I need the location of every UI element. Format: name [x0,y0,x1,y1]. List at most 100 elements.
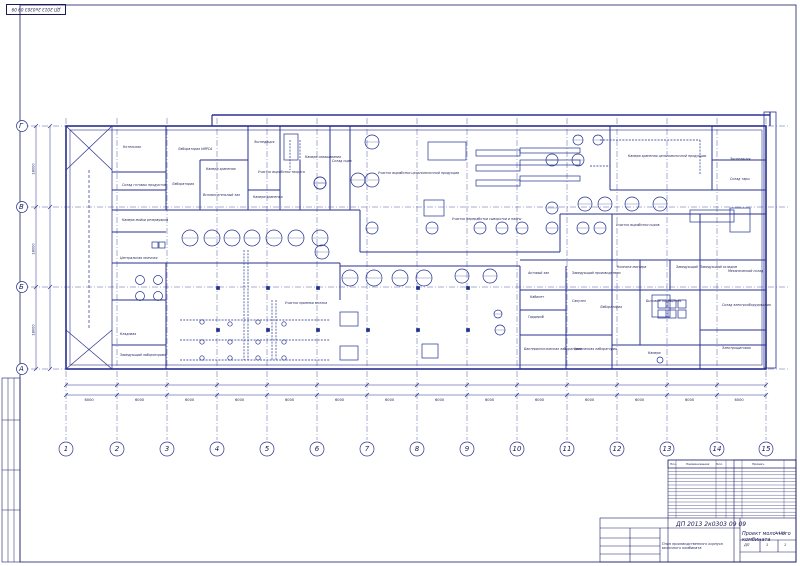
spec-header-qty: Кол. [716,462,723,466]
pasteurizer [339,311,359,327]
dim-tick [414,392,420,398]
span-dimension: 6000 [685,398,695,402]
span-dimension: 6000 [235,398,245,402]
dim-tick [164,382,170,388]
axis-row-label: А [19,365,24,373]
dim-tick [47,123,53,129]
dim-tick [514,392,520,398]
room-label-uchastok-tvorog: Участок выработки творога [258,170,305,174]
axis-column-label: 6 [314,445,320,453]
axis-bubble-col [309,441,325,457]
room-label-kamera-ohlazhd: Камера хранения [206,167,236,171]
axis-column-label: 8 [414,445,420,453]
dim-tick [114,392,120,398]
axis-bubble-col [209,441,225,457]
title-block-subtitle: План производственного корпуса молочного… [662,542,723,550]
dim-tick [33,284,39,290]
dim-tick [614,382,620,388]
lab-locker [667,309,677,319]
conveyor [519,147,581,154]
column [316,286,320,290]
valve [199,355,205,361]
axis-bubble-col [659,441,675,457]
title-block-scale: 1:100 [775,531,786,535]
axis-bubbles [16,120,774,457]
axis-column-label: 7 [364,445,370,453]
span-dimension: 6000 [535,398,545,402]
lab-locker [657,299,667,309]
pump [151,241,159,249]
dim-tick [714,392,720,398]
axis-column-label: 13 [662,445,672,453]
span-dimension: 6000 [585,398,595,402]
room-label-kamera-hranen: Камера хранения [253,195,283,199]
interior-walls [112,126,766,369]
axis-lines-horizontal [20,125,790,370]
room-label-kamera-svorog: Камера сквашивания [305,155,341,159]
title-block-code: ДП 2013 2к0303 09 09 [676,521,747,528]
valve [255,355,261,361]
column [216,328,220,332]
homogenizer [421,343,439,359]
valve [255,319,261,325]
dim-tick [364,392,370,398]
axis-bubble-col [559,441,575,457]
row-dimension: 18000 [31,162,36,175]
span-dimension: 6000 [485,398,495,402]
axis-lines-vertical [65,118,767,440]
dim-tick [47,284,53,290]
column [266,328,270,332]
valve [255,339,261,345]
packing-machine [423,199,445,217]
row-dimension: 18000 [31,324,36,336]
room-label-kabinet: Кабинет [530,295,545,299]
ice-machine [283,133,299,161]
valve [281,321,287,327]
axis-row-label: В [19,203,24,211]
room-label-uchastok-syrov: Участок выработки сыров [616,223,660,227]
dim-tick [33,204,39,210]
washing-tank [153,275,163,285]
bottling-machine [729,207,751,233]
room-label-kotelnaya: Котельная [123,145,141,149]
column [416,286,420,290]
pump [158,241,166,249]
equipment [135,133,751,364]
room-label-bytovye: Бытовые помещения [646,299,682,303]
room-label-zavsklad: Заведующий складом [700,265,737,269]
room-label-centralnaya-moechnaya: Центральная моечная [120,256,158,260]
axis-bubble-col [58,441,74,457]
valve [227,355,233,361]
room-label-vspomog: Вспомогательный зал [203,193,241,197]
lab-locker [667,299,677,309]
span-dimension: 6000 [385,398,395,402]
room-label-sklad-syrya: Склад сыра [332,159,352,163]
conveyor [475,179,521,187]
room-label-gardob: Гардероб [528,315,544,319]
dim-tick [33,123,39,129]
dim-tick [214,382,220,388]
room-label-ekspediciya-left: Экспедиция [254,140,275,144]
washing-tank [135,291,145,301]
column [466,286,470,290]
dim-tick [63,382,69,388]
span-dimension: 6000 [635,398,645,402]
axis-bubble-row [16,363,28,375]
drain [656,356,664,364]
span-dimension: 6000 [185,398,195,402]
room-label-zaveduyuschiy: Заведующий производством [572,271,621,275]
axis-column-label: 5 [264,445,270,453]
dim-tick [264,382,270,388]
conveyor [519,175,581,182]
dim-tick [214,392,220,398]
axis-bubble-col [109,441,125,457]
axis-bubble-col [409,441,425,457]
column [216,286,220,290]
title-block-stage: ДП [744,543,750,547]
conveyor [519,159,581,166]
dim-tick [464,382,470,388]
dim-tick [664,382,670,388]
valve [199,319,205,325]
lab-locker [677,299,687,309]
room-label-aktovyi: Актовый зал [528,271,550,275]
